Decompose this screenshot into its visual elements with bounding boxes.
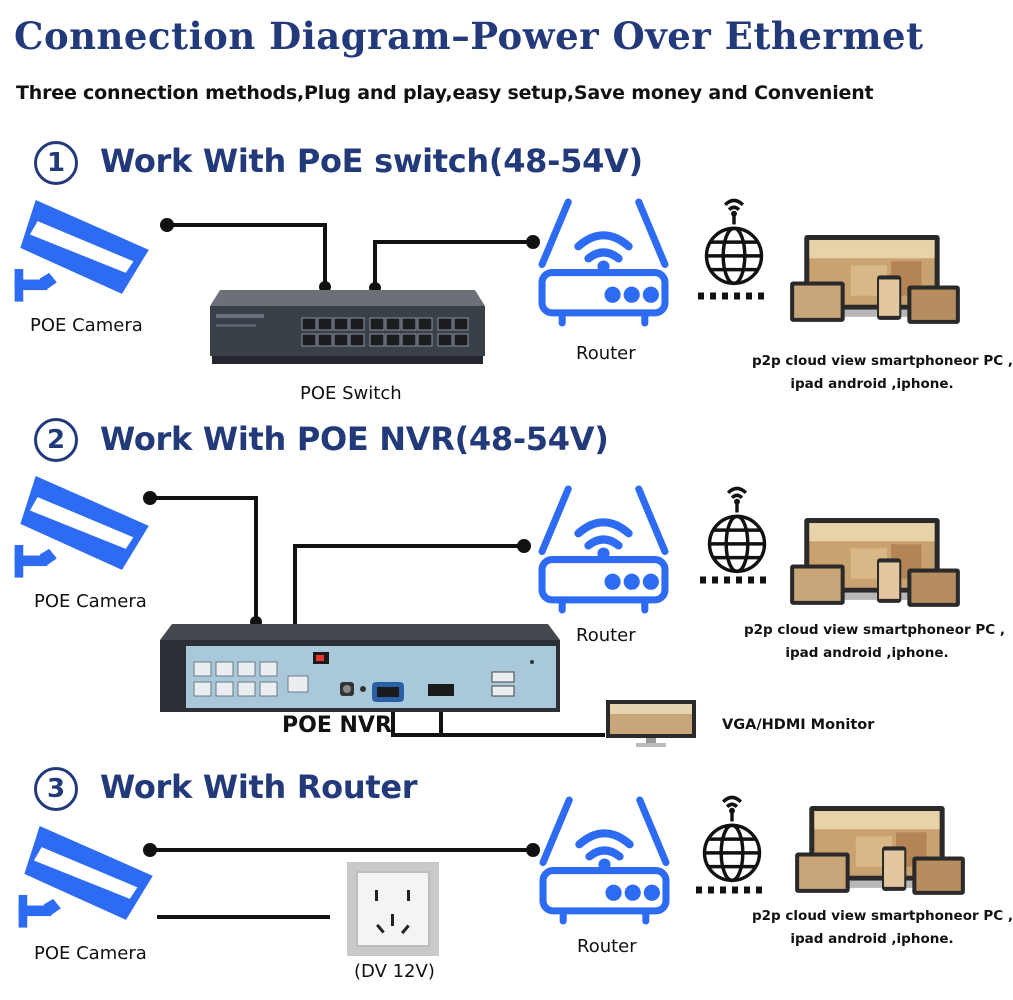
devices-icon — [790, 518, 962, 614]
devices-icon — [790, 235, 962, 331]
p2p-view-line-2: ipad android ,iphone. — [790, 376, 954, 392]
poe-nvr-label: POE NVR — [282, 713, 392, 738]
wire-camera-switch — [167, 223, 327, 287]
wire-switch-router — [373, 240, 533, 288]
section-3-title: Work With Router — [100, 768, 418, 806]
devices-icon — [795, 806, 967, 902]
camera-icon — [14, 476, 159, 591]
router-icon — [537, 198, 670, 329]
nvr-icon — [160, 624, 560, 712]
camera-label: POE Camera — [34, 591, 147, 612]
router-label: Router — [576, 625, 636, 646]
monitor-label: VGA/HDMI Monitor — [722, 717, 875, 733]
poe-switch-icon — [210, 290, 485, 364]
router-label: Router — [577, 936, 637, 957]
section-3-number: 3 — [34, 767, 78, 811]
globe-icon — [702, 483, 772, 591]
monitor-icon — [606, 700, 696, 747]
power-outlet-icon — [347, 862, 439, 956]
globe-icon — [699, 195, 769, 303]
p2p-view-line-1: p2p cloud view smartphoneor PC , — [752, 353, 1013, 369]
p2p-view-line-1: p2p cloud view smartphoneor PC , — [752, 908, 1013, 924]
poe-switch-label: POE Switch — [300, 383, 402, 404]
p2p-view-line-2: ipad android ,iphone. — [790, 931, 954, 947]
section-1-number: 1 — [34, 141, 78, 185]
router-icon — [538, 796, 671, 927]
p2p-view-line-1: p2p cloud view smartphoneor PC , — [744, 622, 1005, 638]
wire-nvr-router — [293, 544, 524, 660]
p2p-view-label: p2p cloud view smartphoneor PC , ipad an… — [752, 350, 1013, 396]
section-1-title: Work With PoE switch(48-54V) — [100, 142, 643, 180]
wire-camera-nvr — [150, 496, 258, 622]
camera-icon — [18, 826, 163, 941]
main-title: Connection Diagram–Power Over Ethermet — [14, 14, 924, 58]
section-2-number: 2 — [34, 418, 78, 462]
camera-label: POE Camera — [30, 315, 143, 336]
p2p-view-label: p2p cloud view smartphoneor PC , ipad an… — [752, 905, 1013, 951]
router-label: Router — [576, 343, 636, 364]
camera-icon — [14, 200, 159, 315]
router-icon — [537, 485, 670, 616]
p2p-view-label: p2p cloud view smartphoneor PC , ipad an… — [744, 619, 1005, 665]
globe-icon — [697, 792, 767, 900]
p2p-view-line-2: ipad android ,iphone. — [785, 645, 949, 661]
camera-label: POE Camera — [34, 943, 147, 964]
subtitle: Three connection methods,Plug and play,e… — [16, 82, 874, 104]
section-2-title: Work With POE NVR(48-54V) — [100, 420, 609, 458]
wire-vga-monitor — [391, 702, 605, 737]
outlet-label: (DV 12V) — [354, 961, 435, 982]
